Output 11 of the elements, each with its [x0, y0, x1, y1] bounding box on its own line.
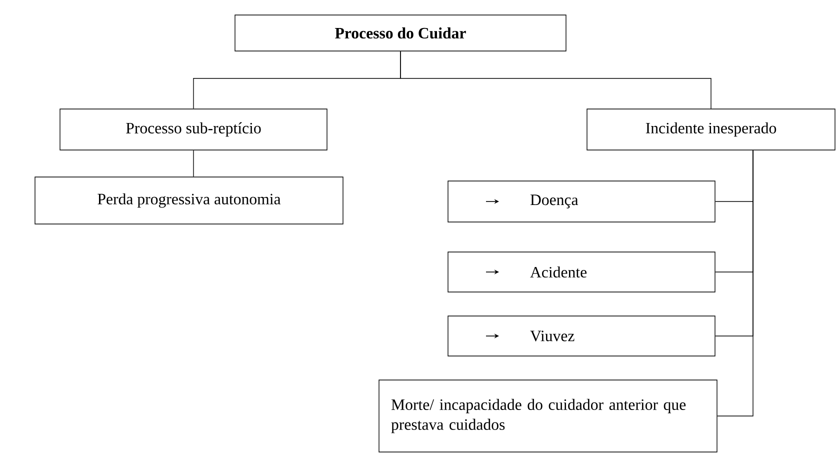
process-box: Perda progressiva autonomia: [34, 176, 344, 224]
connector-line: [717, 150, 754, 416]
process-box: Processo sub-reptício: [60, 108, 328, 150]
process-box: Viuvez: [448, 316, 716, 356]
title-box: Processo do Cuidar: [234, 14, 566, 52]
process-box: Morte/ incapacidade do cuidador anterior que prestava cuidados: [378, 380, 718, 452]
process-box: Incidente inesperado: [586, 108, 836, 150]
connector-line: [193, 150, 194, 177]
connector-line: [400, 51, 712, 109]
process-box: Acidente: [448, 252, 716, 292]
process-box: Doença: [448, 180, 716, 222]
